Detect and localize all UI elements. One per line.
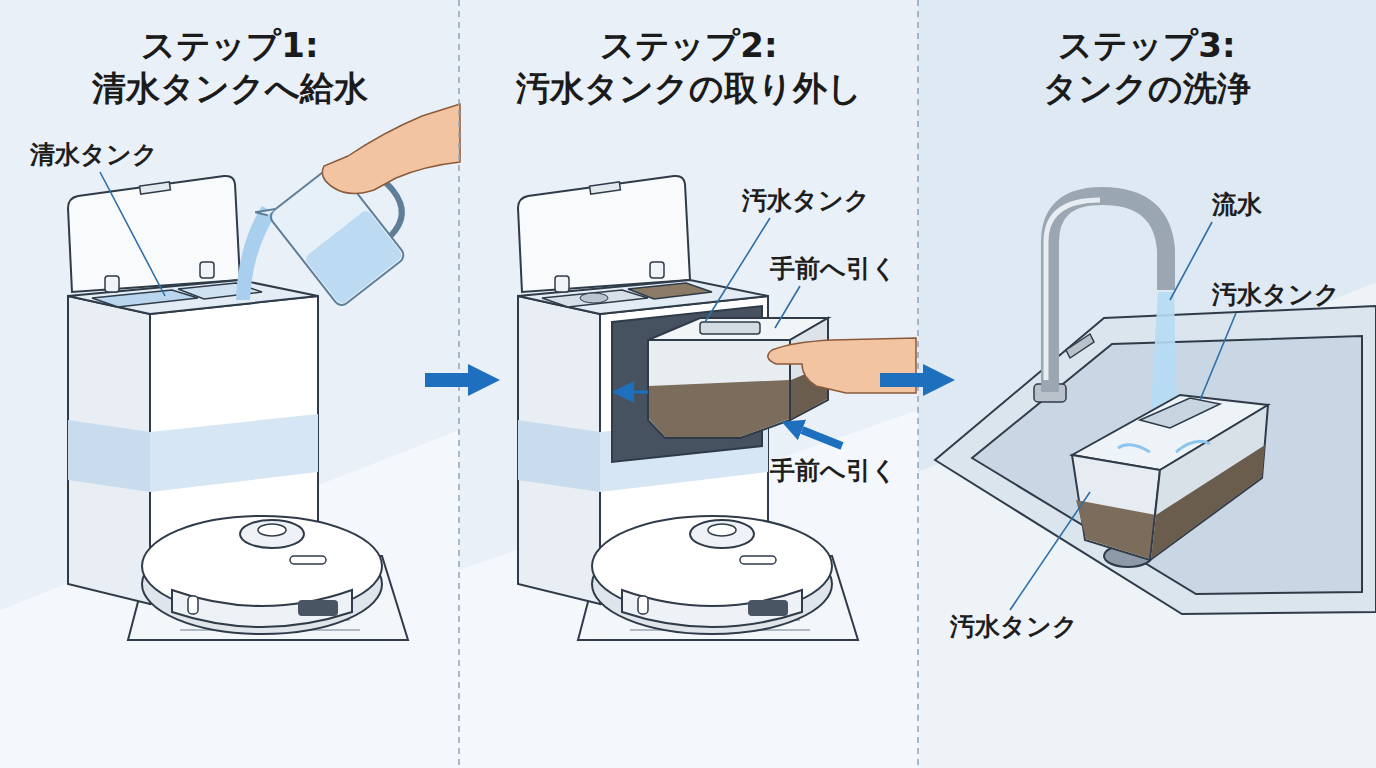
- leader-line: [1010, 492, 1090, 610]
- dirty-tank: [1072, 395, 1268, 560]
- clean-tank: [92, 290, 198, 307]
- faucet: [1066, 334, 1094, 358]
- dirty-tank: [1072, 455, 1160, 560]
- docking-station: [68, 176, 408, 640]
- hand: [768, 338, 916, 393]
- part-label: 手前へ引く: [770, 254, 897, 284]
- dirty-tank: [1150, 405, 1268, 560]
- water-stream: [236, 206, 276, 300]
- dirty-tank: [1140, 398, 1220, 428]
- splash: [1118, 441, 1210, 452]
- pull-arrow: [634, 391, 648, 394]
- step-heading: ステップ3: タンクの洗浄: [1043, 24, 1251, 109]
- hand: [322, 104, 460, 194]
- faucet: [1046, 200, 1100, 380]
- leader-line: [100, 172, 1236, 610]
- dirty-tank: [1151, 445, 1265, 559]
- tank-slots: [628, 283, 712, 299]
- dirty-tank: [700, 322, 760, 334]
- tank-slots: [542, 290, 648, 307]
- dirty-tank: [648, 318, 828, 438]
- step-panel: ステップ3: タンクの洗浄: [955, 0, 1376, 768]
- faucet: [1034, 196, 1166, 402]
- part-label: 流水: [1212, 190, 1262, 220]
- background: [918, 0, 1376, 768]
- tank-slots: [580, 293, 608, 303]
- countertop: [918, 282, 1376, 768]
- faucet: [1050, 196, 1166, 392]
- part-label: 汚水タンク: [1212, 280, 1340, 310]
- pitcher: [255, 201, 275, 220]
- leader-line: [100, 172, 165, 296]
- leader-line: [1200, 313, 1236, 400]
- step-panel: ステップ2: 汚水タンクの取り外し: [500, 0, 880, 768]
- step-heading: ステップ2: 汚水タンクの取り外し: [516, 24, 862, 109]
- panel-divider: [458, 0, 460, 768]
- part-label: 汚水タンク: [742, 186, 870, 216]
- step-panel: ステップ1: 清水タンクへ給水: [0, 0, 425, 768]
- splash: [1118, 445, 1150, 452]
- panel-divider: [917, 0, 919, 768]
- part-label: 汚水タンク: [950, 612, 1078, 642]
- pull-arrow: [802, 430, 842, 446]
- dirty-tank: [649, 380, 789, 437]
- splash: [1176, 441, 1210, 452]
- flow-arrow: [880, 373, 923, 387]
- tank-slots: [542, 283, 712, 307]
- dirty-tank: [1076, 500, 1156, 559]
- leader-line: [705, 218, 770, 322]
- pitcher: [304, 209, 404, 306]
- part-label: 清水タンク: [30, 140, 158, 170]
- leader-line: [775, 286, 800, 328]
- step-heading: ステップ1: 清水タンクへ給水: [92, 24, 368, 109]
- part-label: 手前へ引く: [770, 456, 897, 486]
- leader-line: [1170, 222, 1212, 300]
- docking-station: [518, 176, 858, 640]
- flow-arrow: [425, 373, 468, 387]
